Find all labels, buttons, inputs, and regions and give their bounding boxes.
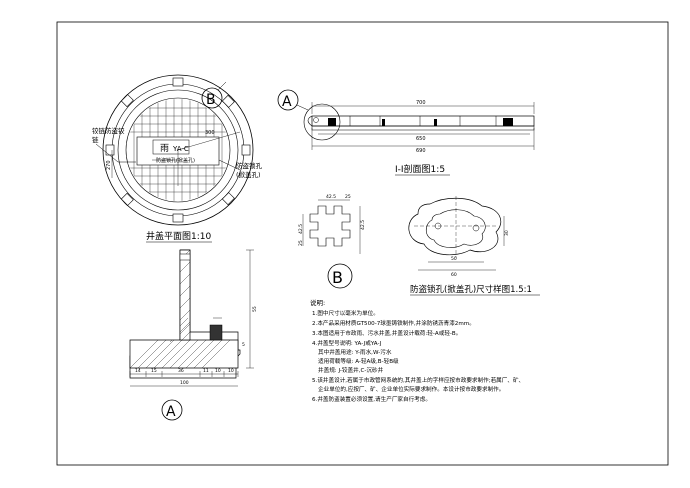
plan-label-left-1: 铰链防盗铰 <box>92 126 125 135</box>
section-view-title: I-I剖面图1:5 <box>395 163 445 175</box>
callout-a-detail <box>161 399 183 421</box>
notes-line-5: 其中井盖用途: Y-雨水,W-污水 <box>318 348 392 356</box>
section-detail-circle <box>303 103 341 141</box>
notes-line-1: 1.图中尺寸以毫米为单位。 <box>312 309 379 317</box>
notes-line-9: 企业单位的,应按厂、矿、企业单位实际要求制作。本设计按市政要求制作。 <box>318 385 504 393</box>
section-view: 700 650 690 A I-I剖面图1: <box>277 89 535 176</box>
detail-b-dim-left-2: 25 <box>298 240 304 246</box>
callout-b-detail-letter: B <box>332 268 343 287</box>
section-dim-top: 700 <box>416 100 426 106</box>
plan-view-title: 井盖平面图1:10 <box>146 230 211 242</box>
detail-a-dim-3: 36 <box>178 368 184 374</box>
lock-hole-detail: 50 60 30 防盗锁孔(掀盖孔)尺寸样图1.5:1 <box>408 196 540 296</box>
plan-label-right-2: (掀盖孔) <box>236 170 261 179</box>
detail-b-dim-top-2: 25 <box>345 194 351 200</box>
detail-a-dim-small: 5 <box>242 342 245 348</box>
notes-line-7: 井盖规: J-铰盖井,C-沉砂井 <box>318 366 384 374</box>
detail-b-dim-left-1: 42.5 <box>298 224 304 234</box>
notes-block: 说明: 1.图中尺寸以毫米为单位。 2.本产品采用材质GT500-7球墨铸铁制作… <box>310 298 524 403</box>
cover-inner-ring <box>125 97 231 203</box>
plan-label-right-1: 防盗锁孔 <box>236 161 263 170</box>
notes-line-6: 适用荷载等级: A-轻A级,B-轻B级 <box>318 357 399 365</box>
plan-dim-r2: 270 <box>106 160 112 170</box>
detail-b-dim-right: 42.5 <box>360 220 366 230</box>
detail-a-dim-total: 100 <box>180 380 189 386</box>
detail-a-dim-1: 14 <box>135 368 141 374</box>
section-dim-bottom: 690 <box>416 148 426 154</box>
detail-a-seal <box>209 324 223 341</box>
notes-line-4: 4.井盖型号说明: YA-J或YA-J <box>312 339 382 347</box>
section-frame-body <box>311 115 535 127</box>
detail-a-dim-6: 10 <box>228 368 234 374</box>
callout-b-plan-letter: B <box>206 92 216 108</box>
callout-a-section <box>277 89 299 111</box>
plan-label-left-2: 链 <box>92 135 99 144</box>
section-dim-mid: 650 <box>416 136 426 142</box>
detail-a-dim-4: 11 <box>203 368 209 374</box>
drawing-frame <box>56 21 669 466</box>
detail-b-cross-grid <box>309 205 351 247</box>
notes-heading: 说明: <box>310 298 325 307</box>
cover-subtext: 防盗锁孔(掀盖孔) <box>156 157 195 164</box>
cover-lugs <box>105 77 251 223</box>
lock-dim-bottom: 50 <box>451 256 457 262</box>
notes-line-3: 3.本图适用于市政雨、污水井盖,井盖设计载荷:轻-A或轻-B。 <box>312 329 461 337</box>
cover-ring-3 <box>117 89 239 211</box>
cover-code: YA-C <box>172 145 189 153</box>
detail-a-dim-5: 10 <box>215 368 221 374</box>
lock-dim-width: 60 <box>451 272 457 278</box>
detail-a-dim-2: 15 <box>151 368 157 374</box>
callout-b-plan <box>201 87 223 109</box>
callout-a-section-letter: A <box>282 94 292 110</box>
lock-hole-inner <box>425 209 486 248</box>
plan-dim-r1: 300 <box>205 130 215 136</box>
detail-b: 42.5 25 42.5 25 42.5 B <box>298 194 366 289</box>
callout-a-detail-letter: A <box>166 404 176 420</box>
notes-line-8: 5.该井盖设计,若属于市政管网系统的,其井盖上的字样应按市政要求制作;若属厂、矿… <box>312 376 524 384</box>
cover-text: 雨 <box>160 143 169 154</box>
notes-line-10: 6.井盖防盗装置必须设置,请生产厂家自行考虑。 <box>312 395 431 403</box>
callout-b-detail <box>327 263 353 289</box>
detail-a-dim-height: 55 <box>252 306 258 312</box>
detail-b-dim-top-1: 42.5 <box>326 194 336 200</box>
lock-hole-title: 防盗锁孔(掀盖孔)尺寸样图1.5:1 <box>410 284 532 295</box>
lock-dim-height: 30 <box>504 230 510 236</box>
detail-a: 14 15 36 11 10 10 100 55 5 A <box>129 249 258 421</box>
notes-line-2: 2.本产品采用材质GT500-7球墨铸铁制作,并涂防锈沥青漆2mm。 <box>312 319 475 327</box>
plan-view: 雨 YA-C 防盗锁孔(掀盖孔) 300 270 B 铰链防盗铰 链 防盗锁孔 … <box>92 74 263 243</box>
